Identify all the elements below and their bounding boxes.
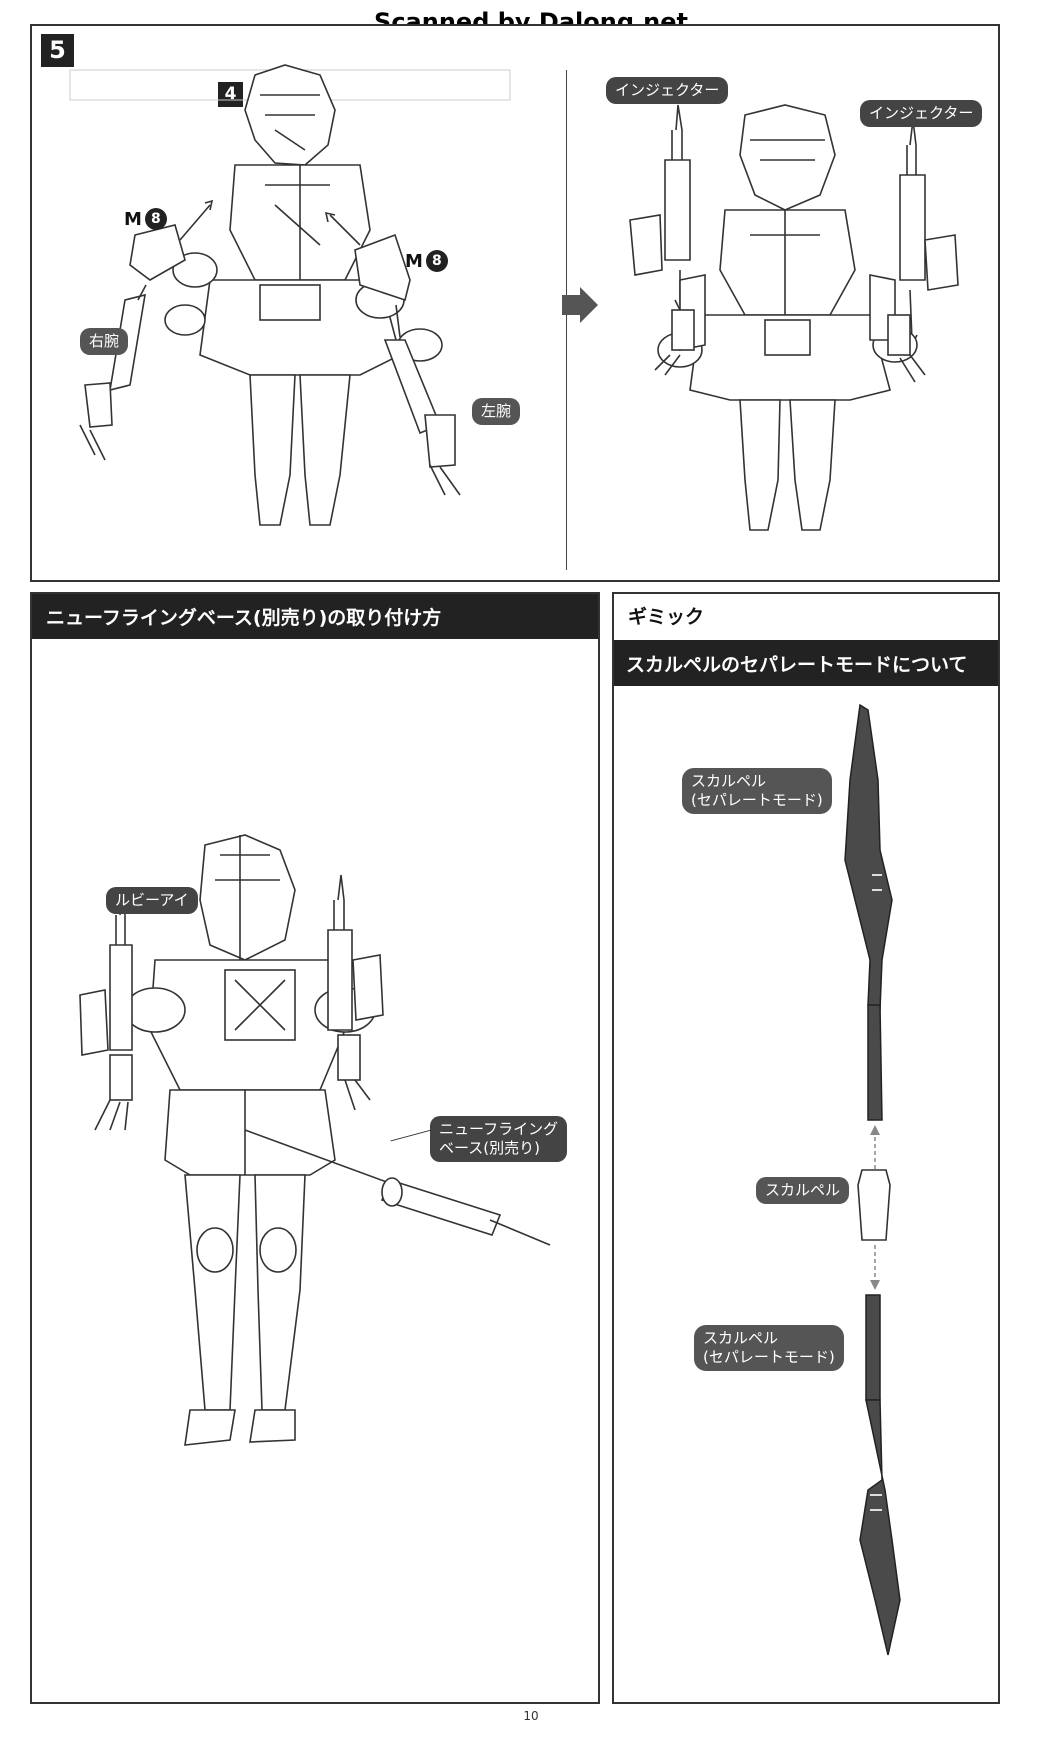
part-code-left: M 8 (124, 208, 167, 230)
flying-base-illustration (79, 834, 551, 1446)
step-5-panel (30, 24, 1000, 582)
ruby-eye-label: ルビーアイ (106, 887, 198, 914)
next-step-arrow (562, 287, 598, 323)
scalpel-separate-illustration (844, 703, 901, 1656)
step-5-assembly-illustration (69, 64, 511, 526)
step-number-badge: 5 (41, 34, 74, 67)
part-number-circle: 8 (425, 250, 448, 272)
flying-base-label-line1: ニューフライング (439, 1120, 559, 1138)
scalpel-bottom-label-line1: スカルペル (703, 1329, 779, 1347)
part-number-circle: 8 (144, 208, 167, 230)
part-code-right: M 8 (405, 250, 448, 272)
part-code-letter: M (405, 250, 423, 272)
scalpel-bottom-label-line2: (セパレートモード) (703, 1347, 835, 1366)
injector-label-1: インジェクター (606, 77, 729, 104)
scalpel-bottom-label: スカルペル (セパレートモード) (694, 1325, 844, 1371)
scalpel-top-label-line1: スカルペル (691, 772, 767, 790)
step-5-result-illustration (629, 104, 959, 531)
flying-base-label: ニューフライング ベース(別売り) (430, 1116, 568, 1162)
gimmick-panel (612, 592, 1000, 1704)
gimmick-title: ギミック (628, 606, 705, 628)
scalpel-mid-label: スカルペル (756, 1177, 850, 1204)
part-code-letter: M (124, 208, 142, 230)
sub-step-badge: 4 (218, 82, 243, 107)
gimmick-header: スカルペルのセパレートモードについて (614, 640, 998, 686)
flying-base-label-line2: ベース(別売り) (439, 1138, 540, 1157)
scalpel-top-label: スカルペル (セパレートモード) (682, 768, 832, 814)
page-number: 10 (523, 1709, 539, 1723)
injector-label-2: インジェクター (860, 100, 983, 127)
left-arm-label: 左腕 (472, 398, 521, 425)
flying-base-header: ニューフライングベース(別売り)の取り付け方 (32, 594, 598, 639)
right-arm-label: 右腕 (80, 328, 129, 355)
scalpel-top-label-line2: (セパレートモード) (691, 790, 823, 809)
step-divider (566, 70, 567, 570)
